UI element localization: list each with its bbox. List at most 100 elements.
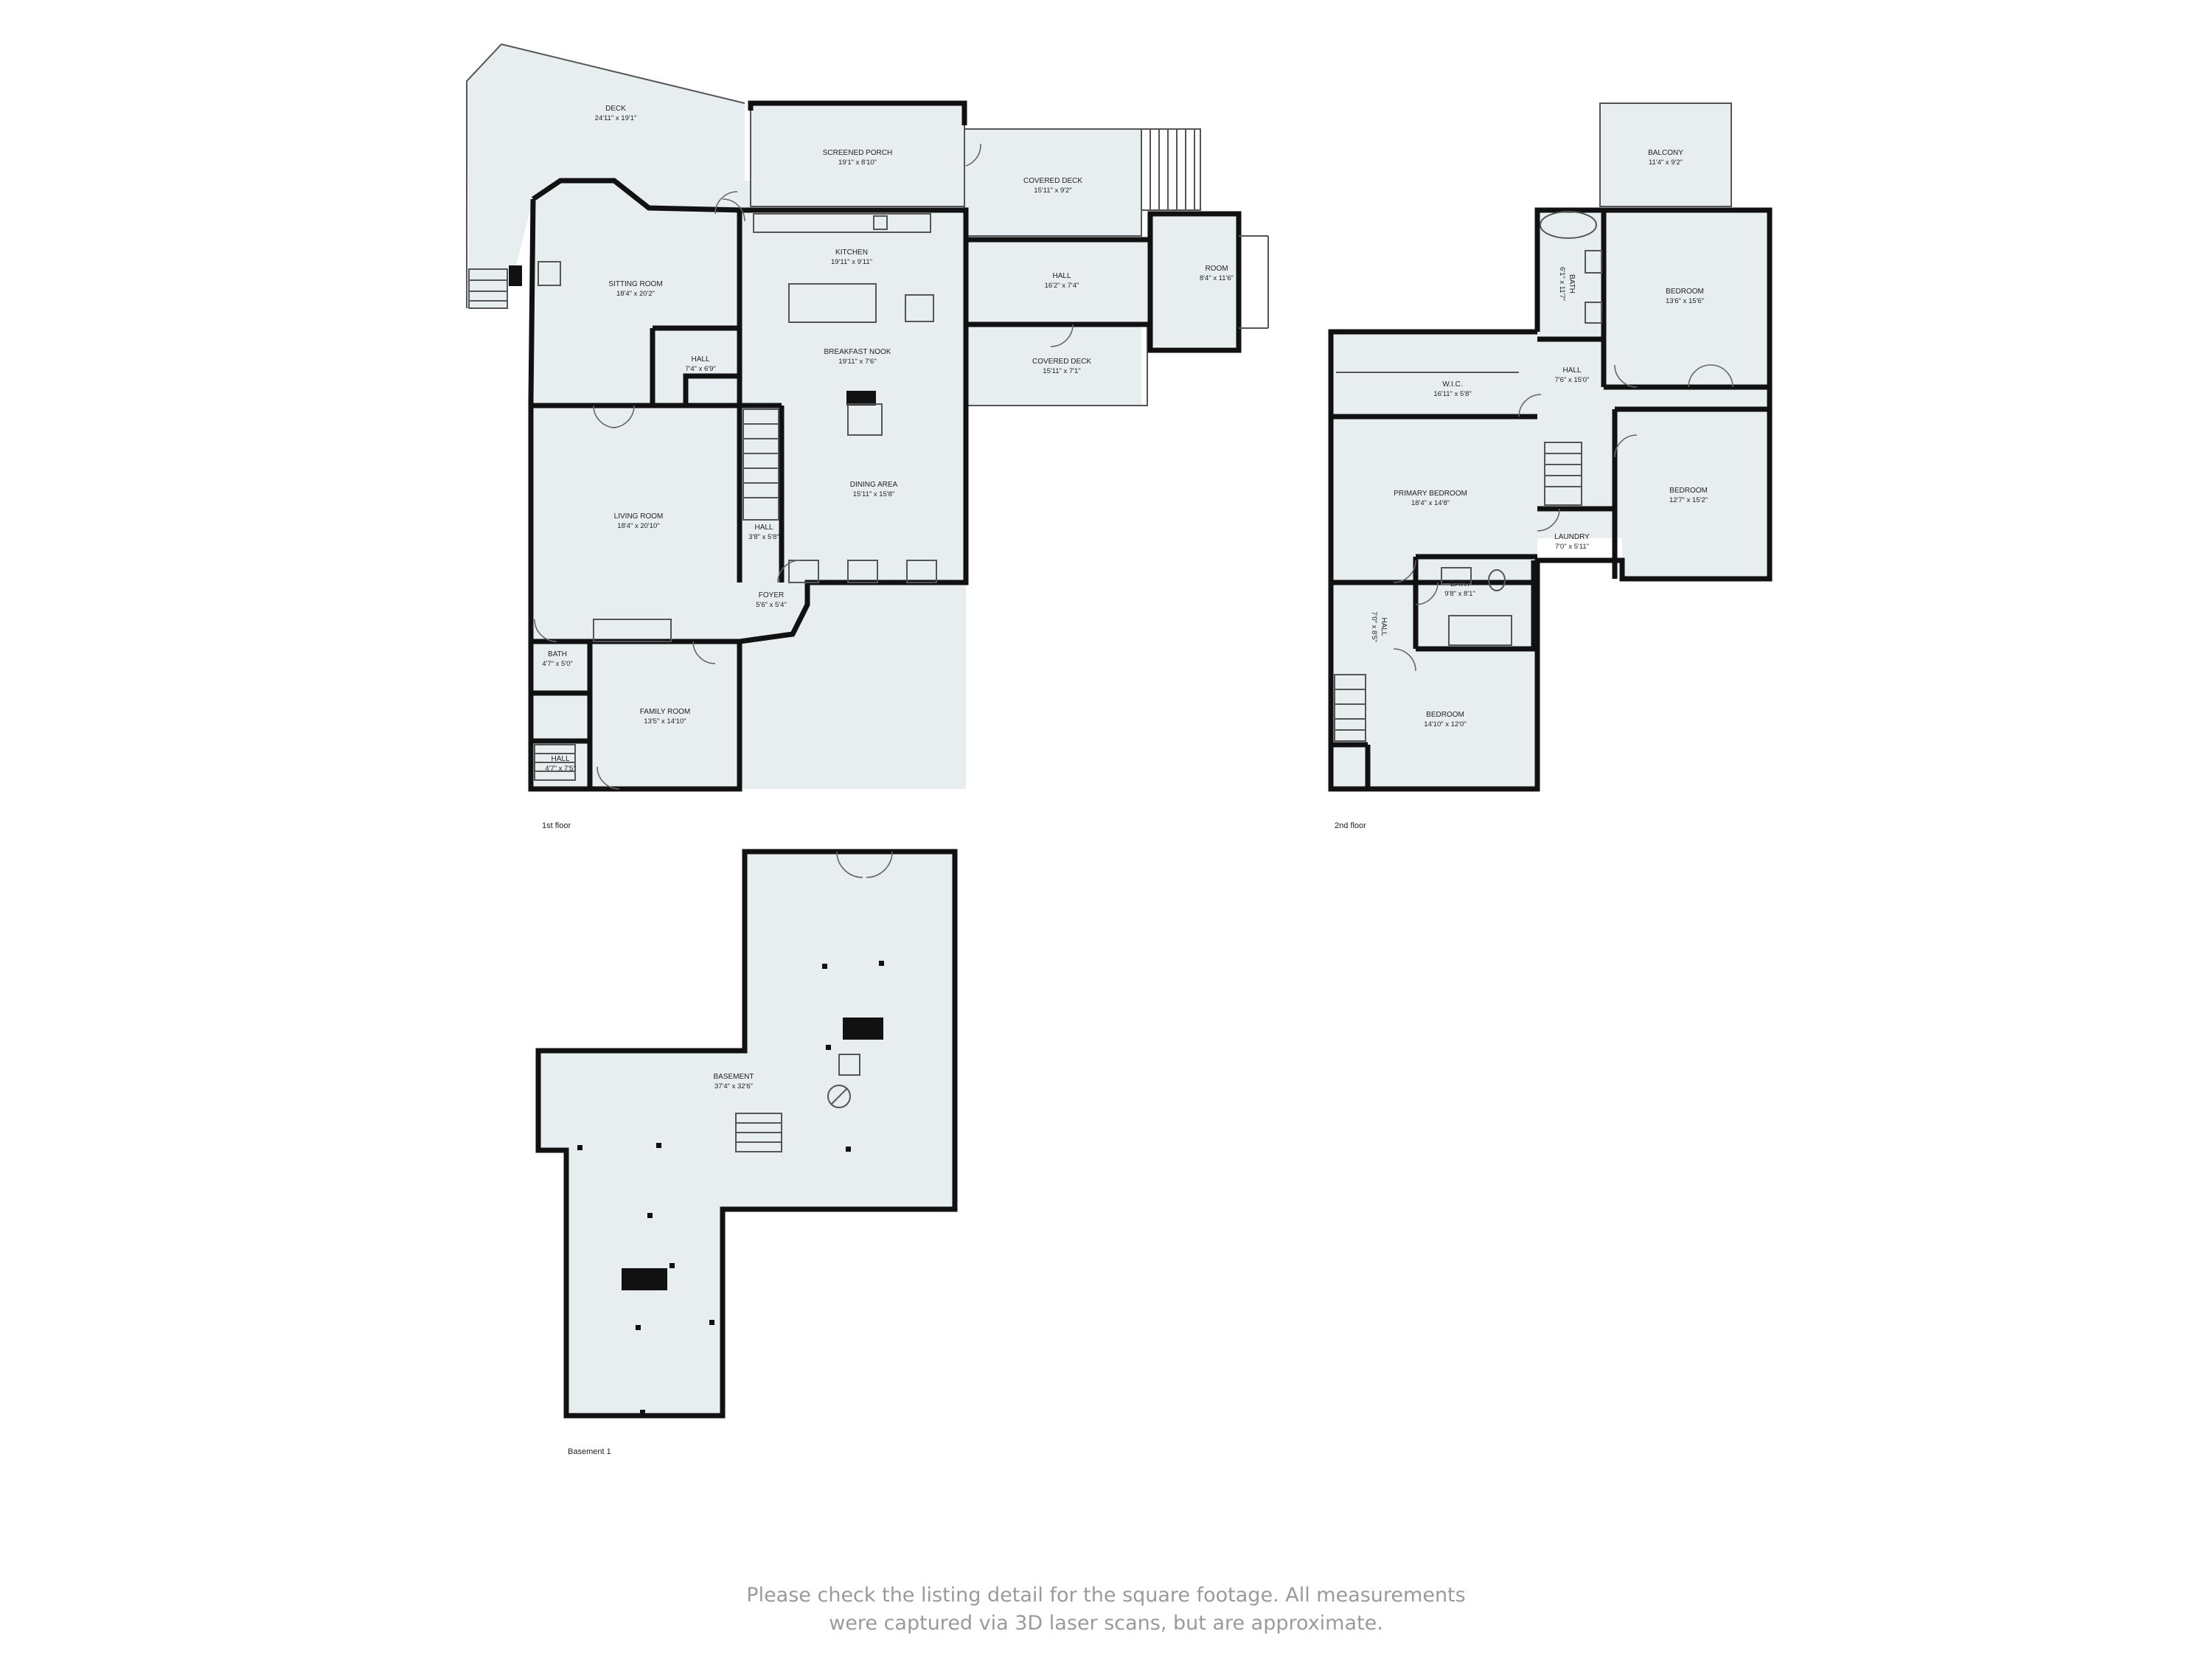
basement-floor: BASEMENT 37'4" x 32'6" Basement 1 bbox=[535, 849, 958, 1456]
hall-center-dims: 7'6" x 15'0" bbox=[1555, 376, 1590, 384]
sitting-fireplace bbox=[538, 261, 561, 286]
primary-bedroom-dims: 18'4" x 14'8" bbox=[1411, 499, 1450, 507]
first-floor-stair bbox=[742, 408, 779, 521]
first-floor: DECK 24'11" x 19'1" SCREENED PORCH 19'1"… bbox=[466, 43, 1269, 830]
kitchen-island bbox=[788, 283, 877, 323]
upper-toilet bbox=[1585, 302, 1602, 324]
svg-text:HALL: HALL bbox=[1380, 617, 1388, 636]
covered-deck-bottom-area bbox=[964, 324, 1141, 406]
room-area bbox=[1147, 214, 1239, 347]
basement-name: BASEMENT bbox=[713, 1073, 754, 1081]
basement-label: Basement 1 bbox=[568, 1447, 611, 1456]
laundry-name: LAUNDRY bbox=[1554, 533, 1590, 541]
basement-utility-1 bbox=[843, 1018, 883, 1040]
disclaimer: Please check the listing detail for the … bbox=[664, 1582, 1548, 1638]
deck-name: DECK bbox=[605, 105, 626, 113]
bath-name: BATH bbox=[548, 650, 567, 658]
screened-porch-name: SCREENED PORCH bbox=[823, 149, 892, 157]
deck-dims: 24'11" x 19'1" bbox=[595, 114, 637, 122]
covered-deck-bottom-dims: 15'11" x 7'1" bbox=[1043, 367, 1080, 375]
second-floor-stair bbox=[1544, 442, 1582, 506]
basement-utility-2 bbox=[622, 1268, 667, 1290]
sitting-room-name: SITTING ROOM bbox=[608, 280, 662, 288]
balcony-name: BALCONY bbox=[1648, 149, 1683, 157]
fireplace-block bbox=[846, 391, 876, 406]
balcony-area bbox=[1600, 103, 1731, 206]
hall-east-name: HALL bbox=[1052, 272, 1071, 280]
upper-vanity bbox=[1585, 250, 1602, 274]
room-dims: 8'4" x 11'6" bbox=[1200, 274, 1234, 282]
living-room-dims: 18'4" x 20'10" bbox=[617, 522, 659, 530]
covered-deck-top-area bbox=[964, 129, 1141, 236]
kitchen-dims: 19'11" x 9'11" bbox=[831, 258, 872, 266]
basement-column-box bbox=[838, 1054, 860, 1076]
room-name: ROOM bbox=[1205, 265, 1228, 273]
second-floor-label: 2nd floor bbox=[1335, 821, 1366, 830]
mid-vanity bbox=[1441, 567, 1472, 585]
covered-deck-bottom-name: COVERED DECK bbox=[1032, 358, 1091, 366]
foyer-dims: 5'6" x 5'4" bbox=[756, 601, 787, 609]
water-heater bbox=[827, 1085, 851, 1108]
foyer-name: FOYER bbox=[759, 591, 784, 599]
hall-small-name: HALL bbox=[691, 355, 709, 364]
second-floor-walls bbox=[1328, 207, 1773, 792]
hall-stair-dims: 3'8" x 5'8" bbox=[748, 533, 779, 541]
kitchen-name: KITCHEN bbox=[835, 248, 868, 257]
bath-dims: 4'7" x 5'0" bbox=[542, 660, 573, 668]
bath-area bbox=[533, 641, 592, 789]
living-room-name: LIVING ROOM bbox=[614, 512, 664, 521]
mid-tub bbox=[1448, 615, 1512, 646]
front-stairs bbox=[1141, 128, 1201, 211]
wic-name: W.I.C. bbox=[1442, 380, 1462, 389]
laundry-dims: 7'0" x 5'11" bbox=[1555, 543, 1589, 551]
south-stair bbox=[1334, 674, 1366, 742]
bath-upper-label: BATH 6'1" x 11'7" bbox=[1558, 267, 1576, 301]
breakfast-nook-dims: 19'11" x 7'6" bbox=[838, 358, 876, 366]
bedroom-s-name: BEDROOM bbox=[1426, 711, 1464, 719]
deck-area bbox=[467, 44, 745, 308]
second-floor-interior bbox=[1331, 210, 1770, 789]
mid-toilet bbox=[1488, 569, 1506, 591]
hall-stair-name: HALL bbox=[754, 524, 773, 532]
hall-east-dims: 16'2" x 7'4" bbox=[1045, 282, 1079, 290]
chimney-block bbox=[509, 265, 522, 286]
wic-dims: 16'11" x 5'8" bbox=[1433, 390, 1471, 398]
basement-dims: 37'4" x 32'6" bbox=[714, 1082, 753, 1091]
deck-stair bbox=[468, 268, 508, 309]
covered-deck-top-dims: 15'11" x 9'2" bbox=[1034, 187, 1071, 195]
deck-railing bbox=[466, 43, 745, 308]
hall-center-name: HALL bbox=[1562, 366, 1581, 375]
hall-east-area bbox=[964, 240, 1149, 324]
hall-west-name: HALL bbox=[551, 755, 569, 763]
balcony-dims: 11'4" x 9'2" bbox=[1649, 159, 1683, 167]
basement-doors bbox=[836, 851, 893, 878]
bedroom-ne-dims: 13'6" x 15'6" bbox=[1666, 297, 1704, 305]
disclaimer-line-1: Please check the listing detail for the … bbox=[746, 1584, 1466, 1607]
bedroom-s-dims: 14'10" x 12'0" bbox=[1424, 720, 1466, 728]
kitchen-counter bbox=[753, 213, 931, 233]
basement-posts bbox=[577, 961, 884, 1415]
breakfast-nook-name: BREAKFAST NOOK bbox=[824, 348, 891, 356]
bedroom-ne-name: BEDROOM bbox=[1666, 288, 1704, 296]
primary-bedroom-name: PRIMARY BEDROOM bbox=[1394, 490, 1467, 498]
bedroom-e-dims: 12'7" x 15'2" bbox=[1669, 496, 1708, 504]
hall-vertical-label: HALL 7'0" x 8'5" bbox=[1370, 611, 1388, 642]
disclaimer-line-2: were captured via 3D laser scans, but ar… bbox=[829, 1612, 1383, 1635]
hall-west-dims: 4'7" x 7'5" bbox=[545, 765, 576, 773]
first-floor-doors bbox=[534, 143, 1074, 790]
svg-text:BATH: BATH bbox=[1568, 274, 1576, 293]
covered-deck-top-name: COVERED DECK bbox=[1023, 177, 1082, 185]
upper-tub bbox=[1540, 211, 1597, 239]
balcony-outline bbox=[1599, 102, 1732, 207]
family-fireplace bbox=[593, 619, 672, 642]
dining-area-dims: 15'11" x 15'8" bbox=[853, 490, 895, 498]
second-floor-doors bbox=[1393, 364, 1733, 672]
second-floor: BALCONY 11'4" x 9'2" BATH 6'1" x 11'7" B… bbox=[1328, 102, 1773, 830]
bath-mid-name: BATH bbox=[1450, 580, 1470, 588]
first-floor-label: 1st floor bbox=[542, 821, 571, 830]
basement-walls bbox=[535, 849, 958, 1419]
svg-text:7'0" x 8'5": 7'0" x 8'5" bbox=[1370, 611, 1378, 642]
cooktop bbox=[905, 294, 934, 322]
kitchen-sink bbox=[873, 215, 888, 230]
